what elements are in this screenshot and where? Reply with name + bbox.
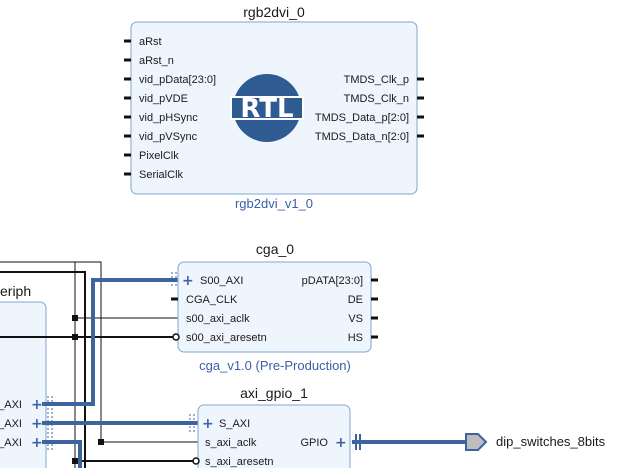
net-junction — [98, 439, 104, 445]
rgb2dvi-title: rgb2dvi_0 — [243, 4, 305, 20]
rgb2dvi-version: rgb2dvi_v1_0 — [235, 196, 313, 211]
rgb2dvi-input-5[interactable]: vid_pVSync — [124, 131, 198, 143]
net-junction — [72, 458, 78, 464]
periph-port-label: _AXI — [0, 399, 22, 411]
rgb2dvi-input-6[interactable]: PixelClk — [124, 150, 179, 162]
periph-port-label: _AXI — [0, 437, 22, 449]
bus-m02-axi[interactable] — [42, 440, 82, 468]
external-port-label: dip_switches_8bits — [496, 434, 606, 449]
cga-input-1[interactable]: CGA_CLK — [171, 294, 238, 306]
pin-label: s00_axi_aresetn — [186, 332, 267, 344]
pin-label: HS — [348, 332, 363, 344]
rtl-logo-text: RTL — [240, 94, 293, 124]
pin-label: pDATA[23:0] — [302, 275, 363, 287]
rgb2dvi-output-3[interactable]: TMDS_Data_n[2:0] — [315, 131, 424, 143]
expand-plus-icon[interactable]: + — [202, 416, 214, 432]
rgb2dvi-output-0[interactable]: TMDS_Clk_p — [344, 74, 424, 86]
expand-plus-icon[interactable]: + — [31, 416, 43, 432]
gpio-input-2[interactable]: s_axi_aresetn — [192, 456, 274, 468]
rtl-logo-band — [230, 96, 304, 120]
pin-label: GPIO — [300, 437, 328, 449]
expand-plus-icon[interactable]: + — [31, 435, 43, 451]
axi-gpio-body[interactable] — [197, 404, 351, 468]
cga-body[interactable] — [177, 261, 372, 353]
net-junction — [72, 315, 78, 321]
reset-bubble[interactable] — [192, 457, 200, 465]
external-port-dip-switches[interactable]: dip_switches_8bits — [465, 433, 606, 451]
output-port-arrow-icon[interactable] — [465, 433, 488, 451]
rgb2dvi-block[interactable]: rgb2dvi_0 rgb2dvi_v1_0 RTL aRst aRst_n v… — [124, 4, 424, 211]
periph-port-2[interactable]: _AXI + — [0, 435, 43, 451]
pin-label: TMDS_Data_n[2:0] — [315, 131, 409, 143]
pin-label: CGA_CLK — [186, 294, 238, 306]
pin-label: vid_pVDE — [139, 93, 188, 105]
net-clk-frame[interactable] — [0, 261, 200, 443]
pin-label: TMDS_Clk_n — [344, 93, 409, 105]
pin-label: s_axi_aclk — [205, 437, 257, 449]
axi-gpio-block[interactable]: axi_gpio_1 + S_AXI s_axi_aclk s_axi_ares… — [189, 385, 351, 468]
gpio-input-1[interactable]: s_axi_aclk — [205, 437, 257, 449]
expand-plus-icon[interactable]: + — [31, 397, 43, 413]
expand-plus-icon[interactable]: + — [335, 435, 347, 451]
cga-output-0[interactable]: pDATA[23:0] — [302, 275, 378, 287]
pin-label: s00_axi_aclk — [186, 313, 250, 325]
axi-gpio-title: axi_gpio_1 — [240, 385, 308, 401]
reset-bubble[interactable] — [172, 333, 180, 341]
periph-port-1[interactable]: _AXI + — [0, 416, 43, 432]
pin-label: aRst — [139, 36, 162, 48]
periph-block-title: eriph — [0, 283, 31, 299]
rgb2dvi-output-1[interactable]: TMDS_Clk_n — [344, 93, 424, 105]
cga-input-3[interactable]: s00_axi_aresetn — [172, 332, 267, 344]
expand-plus-icon[interactable]: + — [182, 273, 194, 289]
pin-label: S00_AXI — [200, 275, 243, 287]
axi-buses — [42, 278, 470, 468]
gpio-input-0[interactable]: + S_AXI — [202, 416, 250, 432]
cga-input-2[interactable]: s00_axi_aclk — [186, 313, 250, 325]
rgb2dvi-input-3[interactable]: vid_pVDE — [124, 93, 188, 105]
cga-version: cga_v1.0 (Pre-Production) — [199, 358, 351, 373]
pin-label: TMDS_Clk_p — [344, 74, 409, 86]
cga-output-1[interactable]: DE — [348, 294, 378, 306]
cga-output-2[interactable]: VS — [348, 313, 378, 325]
pin-label: vid_pData[23:0] — [139, 74, 216, 86]
pin-label: PixelClk — [139, 150, 179, 162]
cga-output-3[interactable]: HS — [348, 332, 378, 344]
pin-label: DE — [348, 294, 363, 306]
pin-label: vid_pHSync — [139, 112, 198, 124]
periph-port-0[interactable]: _AXI + — [0, 397, 43, 413]
pin-label: s_axi_aresetn — [205, 456, 274, 468]
pin-label: vid_pVSync — [139, 131, 198, 143]
rgb2dvi-input-2[interactable]: vid_pData[23:0] — [124, 74, 216, 86]
periph-block-body[interactable] — [0, 301, 47, 468]
pin-label: SerialClk — [139, 169, 184, 181]
pin-label: aRst_n — [139, 55, 174, 67]
pin-label: TMDS_Data_p[2:0] — [315, 112, 409, 124]
net-junction — [72, 334, 78, 340]
cga-title: cga_0 — [256, 241, 294, 257]
pin-label: VS — [348, 313, 363, 325]
gpio-output-0[interactable]: GPIO + — [300, 435, 346, 451]
cga-input-0[interactable]: + S00_AXI — [182, 273, 243, 289]
periph-port-label: _AXI — [0, 418, 22, 430]
rgb2dvi-input-0[interactable]: aRst — [124, 36, 162, 48]
cga-block[interactable]: cga_0 cga_v1.0 (Pre-Production) + S00_AX… — [171, 241, 378, 373]
rtl-logo: RTL — [230, 74, 304, 142]
rgb2dvi-input-7[interactable]: SerialClk — [124, 169, 184, 181]
rgb2dvi-output-2[interactable]: TMDS_Data_p[2:0] — [315, 112, 424, 124]
rgb2dvi-input-1[interactable]: aRst_n — [124, 55, 174, 67]
bus-s00-axi[interactable] — [42, 278, 180, 406]
rgb2dvi-input-4[interactable]: vid_pHSync — [124, 112, 198, 124]
pin-label: S_AXI — [219, 418, 250, 430]
